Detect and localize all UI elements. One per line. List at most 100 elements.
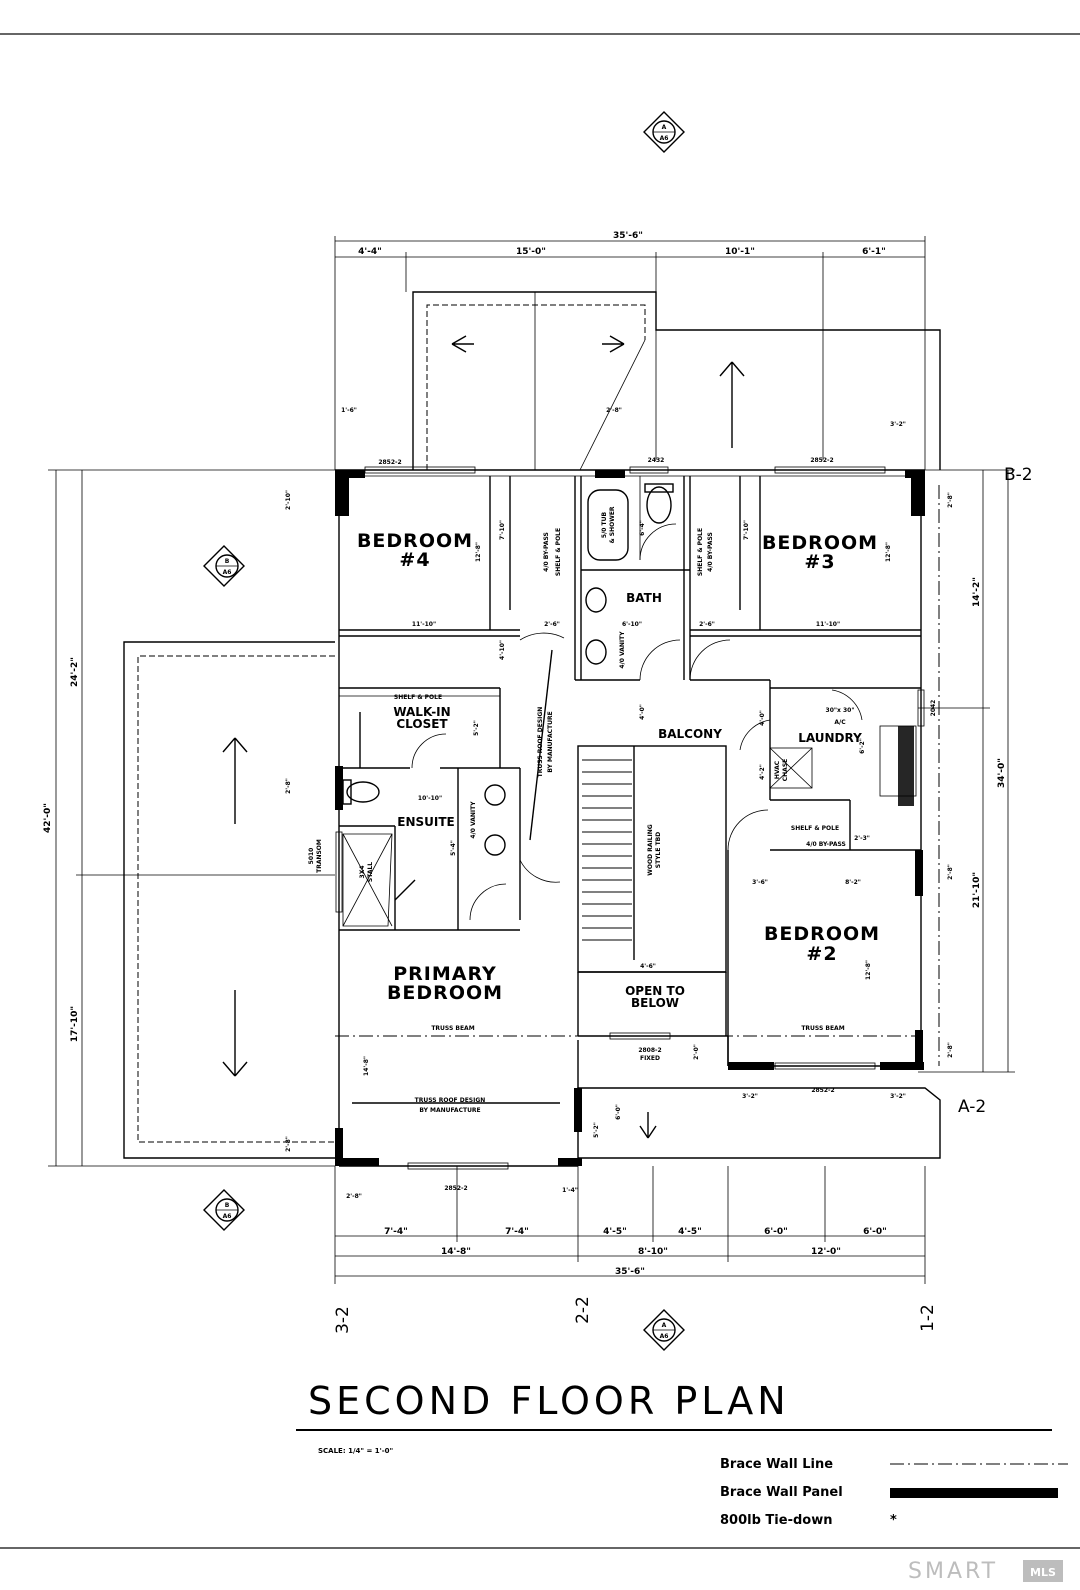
windows: 2852-2 2432 2852-2 2042 2852-2 2852-2 28…	[308, 457, 937, 1192]
section-mark-b-left-bottom: B A6	[203, 1189, 245, 1231]
arrow-up-icon	[719, 361, 745, 448]
window-bottom-left: 2852-2	[444, 1185, 467, 1192]
room-bedroom-3-number: #3	[804, 551, 835, 573]
dim-hall-b: 6'-10"	[622, 621, 642, 628]
note-chase: CHASE	[782, 759, 789, 782]
room-ensuite: ENSUITE	[397, 815, 454, 829]
room-closet: CLOSET	[396, 717, 448, 731]
dim-ensuite-width: 10'-10"	[418, 795, 442, 802]
smart-mls-watermark: SMART MLS	[908, 1559, 1063, 1584]
dim-left-a: 24'-2"	[70, 657, 80, 687]
hdr-top-left: 1'-6"	[341, 407, 357, 414]
arrow-left-icon	[451, 335, 474, 353]
watermark-badge: MLS	[1030, 1566, 1056, 1579]
room-bedroom-2-number: #2	[806, 943, 837, 965]
dim-top-d: 6'-1"	[862, 247, 886, 257]
dim-laundry-b: 6'-2"	[859, 738, 866, 754]
note-shelf-pole-bed2: SHELF & POLE	[791, 825, 839, 832]
section-a-letter: A	[662, 124, 667, 131]
note-bypass-bed2: 4/0 BY-PASS	[806, 841, 846, 848]
arrow-right-icon	[602, 335, 625, 353]
transom-size: 5010	[308, 848, 315, 865]
section-b-letter: B	[225, 558, 230, 565]
dim-hall-height: 4'-10"	[499, 640, 506, 660]
hdr-bottom-mid: 1'-4"	[562, 1187, 578, 1194]
hdr-right-1: 2'-8"	[947, 492, 954, 508]
scale-label: SCALE: 1/4" = 1'-0"	[318, 1447, 393, 1455]
window-top-mid: 2432	[648, 457, 665, 464]
dim-bed4-height: 12'-8"	[475, 542, 482, 562]
header-tags: 1'-6" 2'-8" 3'-2" 2'-10" 2'-8" 2'-8" 2'-…	[285, 407, 954, 1200]
dim-front-b: 2'-0"	[693, 1044, 700, 1060]
hdr-bottom-right-2: 3'-2"	[890, 1093, 906, 1100]
interior-walls	[339, 476, 921, 1066]
window-bottom-right: 2852-2	[811, 1087, 834, 1094]
room-balcony: BALCONY	[658, 727, 722, 741]
sink-icon	[585, 587, 607, 613]
dim-front-c: 5'-2"	[593, 1122, 600, 1138]
dim-bed2-height: 12'-8"	[865, 960, 872, 980]
right-dimensions: 34'-0" 14'-2" 21'-10"	[918, 469, 1015, 1073]
section-sheet-label: A6	[660, 135, 669, 142]
sink-icon	[484, 834, 506, 856]
room-bedroom-3: BEDROOM	[762, 532, 878, 554]
legend: Brace Wall Line Brace Wall Panel 800lb T…	[720, 1457, 1068, 1528]
legend-brace-wall-panel: Brace Wall Panel	[720, 1485, 843, 1500]
dim-right-b: 21'-10"	[972, 872, 982, 908]
stair-treads	[582, 759, 632, 941]
dim-right-a: 14'-2"	[972, 577, 982, 607]
room-walk-in: WALK-IN	[393, 705, 450, 719]
legend-tiedown: 800lb Tie-down	[720, 1513, 832, 1528]
room-bedroom-4-number: #4	[399, 549, 430, 571]
dim-closet-bed3: 7'-10"	[743, 520, 750, 540]
dim-bottom2-b: 8'-10"	[638, 1247, 668, 1257]
left-porch-roof-outline	[123, 641, 335, 1159]
dim-ensuite-height: 5'-4"	[450, 840, 457, 856]
note-ac: A/C	[834, 719, 846, 726]
window-top-left: 2852-2	[378, 459, 401, 466]
note-bypass-bed3: 4/0 BY-PASS	[707, 532, 714, 572]
dim-bed3-height: 12'-8"	[885, 542, 892, 562]
note-laundry-door: 30"x 30"	[826, 707, 855, 714]
dim-left-b: 17'-10"	[70, 1006, 80, 1042]
section-mark-a-top: A A6	[643, 111, 685, 153]
dim-bottom-b: 7'-4"	[505, 1227, 529, 1237]
section-a-letter: A	[662, 1322, 667, 1329]
room-primary-bedroom-2: BEDROOM	[387, 982, 503, 1004]
toilet-icon	[646, 486, 672, 524]
hdr-left-3: 2'-8"	[285, 1136, 292, 1152]
room-labels: BEDROOM #4 BEDROOM #3 BEDROOM #2 PRIMARY…	[357, 530, 880, 1010]
room-laundry: LAUNDRY	[798, 731, 862, 745]
dim-stair-width: 4'-6"	[640, 963, 656, 970]
note-hvac: HVAC	[774, 760, 781, 779]
hdr-bottom-left: 2'-8"	[346, 1193, 362, 1200]
dim-right-total: 34'-0"	[997, 758, 1007, 788]
watermark-text: SMART	[908, 1559, 998, 1584]
dim-bath-height: 6'-4"	[639, 520, 646, 536]
dim-top-c: 10'-1"	[725, 247, 755, 257]
note-truss-roof: TRUSS ROOF DESIGN	[537, 707, 544, 778]
hdr-bottom-right-1: 3'-2"	[742, 1093, 758, 1100]
transom-label: TRANSOM	[316, 839, 323, 873]
window-fixed-label: FIXED	[640, 1055, 660, 1062]
dim-balcony-height: 4'-0"	[639, 704, 646, 720]
arrow-down-icon	[639, 1112, 657, 1139]
section-mark-a-bottom: A A6	[643, 1309, 685, 1351]
dim-laundry-shelf: 2'-3"	[854, 835, 870, 842]
dim-closet-bed4: 7'-10"	[499, 520, 506, 540]
note-tub: 5/0 TUB	[601, 511, 608, 538]
note-stall-size: 3X4	[359, 866, 366, 879]
note-vanity-bath: 4/0 VANITY	[619, 631, 626, 669]
dim-bottom-e: 6'-0"	[764, 1227, 788, 1237]
dim-top-a: 4'-4"	[358, 247, 382, 257]
note-style-tbd: STYLE TBD	[655, 832, 662, 868]
dim-top-total: 35'-6"	[613, 231, 643, 241]
dim-front-a: 6'-0"	[615, 1104, 622, 1120]
dim-bottom-c: 4'-5"	[603, 1227, 627, 1237]
note-by-manufacture-bottom: BY MANUFACTURE	[419, 1107, 480, 1114]
room-bedroom-2: BEDROOM	[764, 923, 880, 945]
toilet-icon	[346, 781, 380, 803]
room-primary-bedroom: PRIMARY	[393, 963, 497, 985]
dim-hall-a: 2'-6"	[544, 621, 560, 628]
